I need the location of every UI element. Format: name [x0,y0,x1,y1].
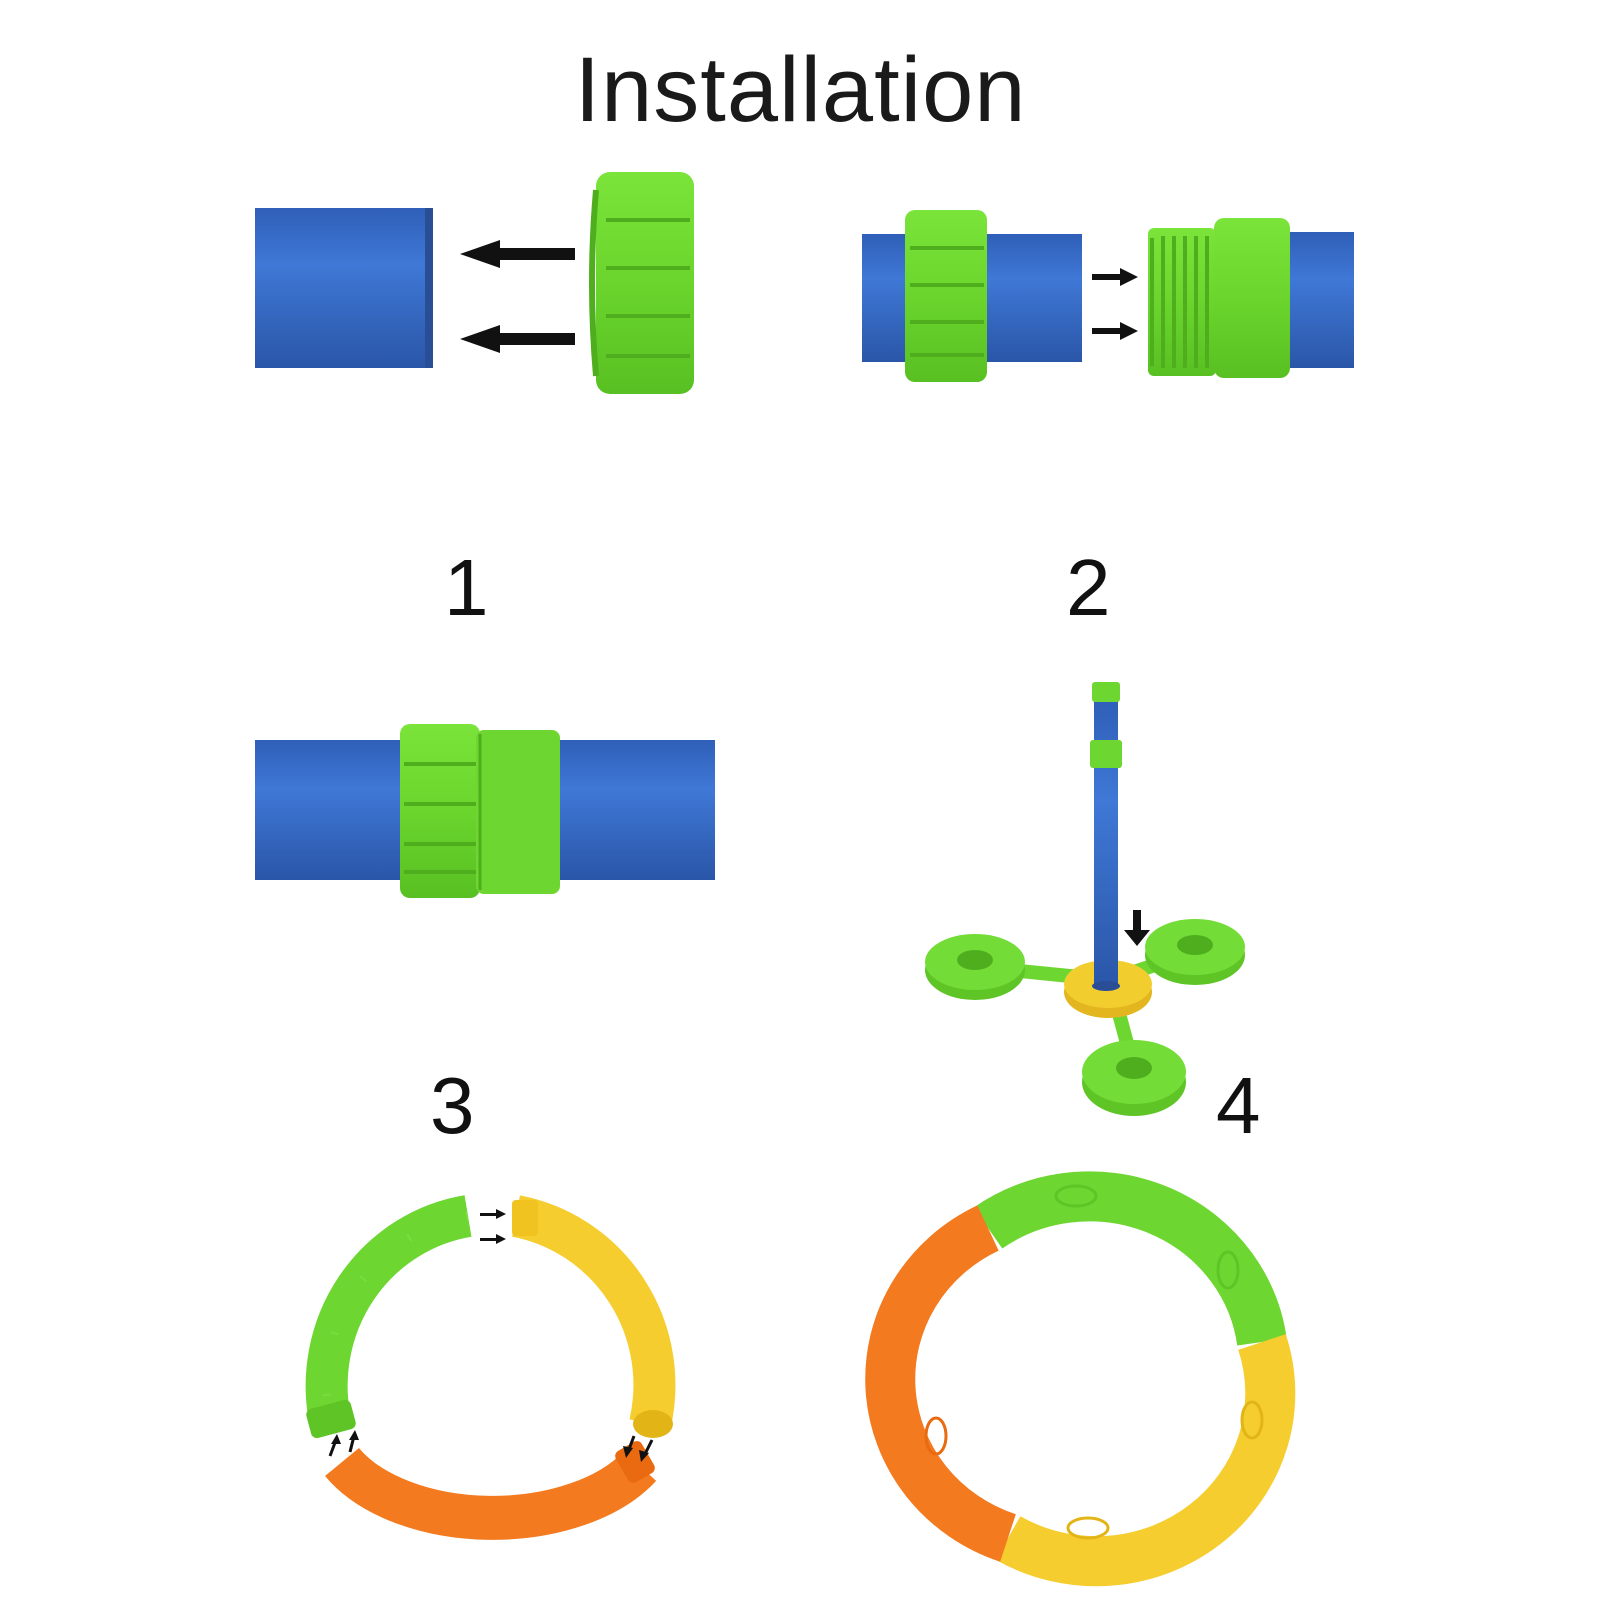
ring-segment-orange [325,1441,657,1540]
arrow-right-icon [1092,268,1138,286]
ring-segment-yellow [511,1195,676,1438]
pipe-segment [1280,232,1354,368]
pipe-segment [255,208,433,368]
step-number-2: 2 [1066,543,1111,632]
page-title: Installation [574,39,1027,141]
assembled-ring [865,1171,1296,1587]
green-connector-nut [905,210,987,382]
stand-assembly [925,682,1245,1116]
step-number-3: 3 [430,1061,475,1150]
arrow-down-icon [623,1435,654,1462]
green-threaded-connector [1148,218,1290,378]
green-connector [589,172,694,394]
arrow-down-icon [1124,910,1150,946]
arrow-left-icon [460,240,575,268]
arrow-right-icon [480,1209,506,1219]
ring-segment-green [305,1195,472,1439]
step-number-4: 4 [1216,1061,1261,1150]
step-number-1: 1 [444,543,489,632]
arrow-up-icon [328,1430,359,1457]
arrow-right-icon [480,1234,506,1244]
joined-pipe [255,724,715,898]
arrow-left-icon [460,325,575,353]
arrow-right-icon [1092,322,1138,340]
